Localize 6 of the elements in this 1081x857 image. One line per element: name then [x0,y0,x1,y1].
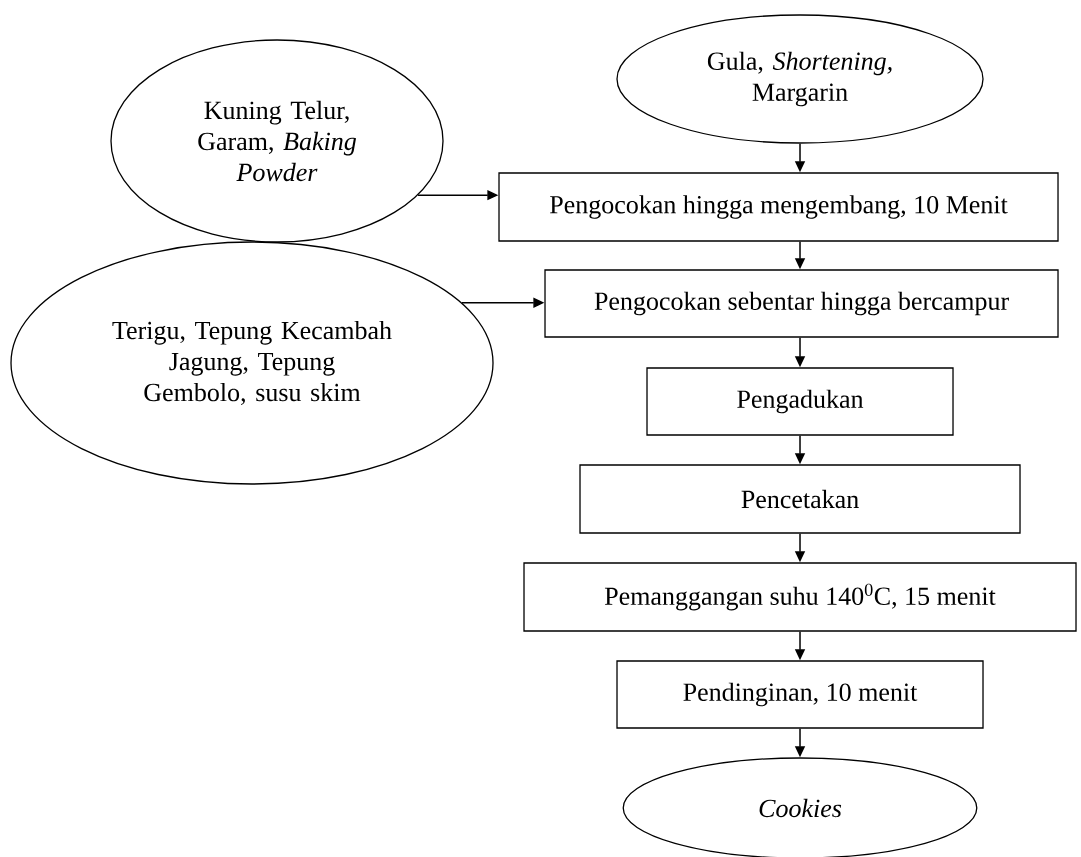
process-box: Pengocokan sebentar hingga bercampur [544,269,1059,338]
process-box: Pengadukan [646,367,954,436]
process-box: Pencetakan [579,464,1021,534]
process-box: Pendinginan, 10 menit [616,660,984,729]
process-box: Pengocokan hingga mengembang, 10 Menit [498,172,1059,242]
process-box: Pemanggangan suhu 140$^{0}$C, 15 menit [523,562,1077,632]
